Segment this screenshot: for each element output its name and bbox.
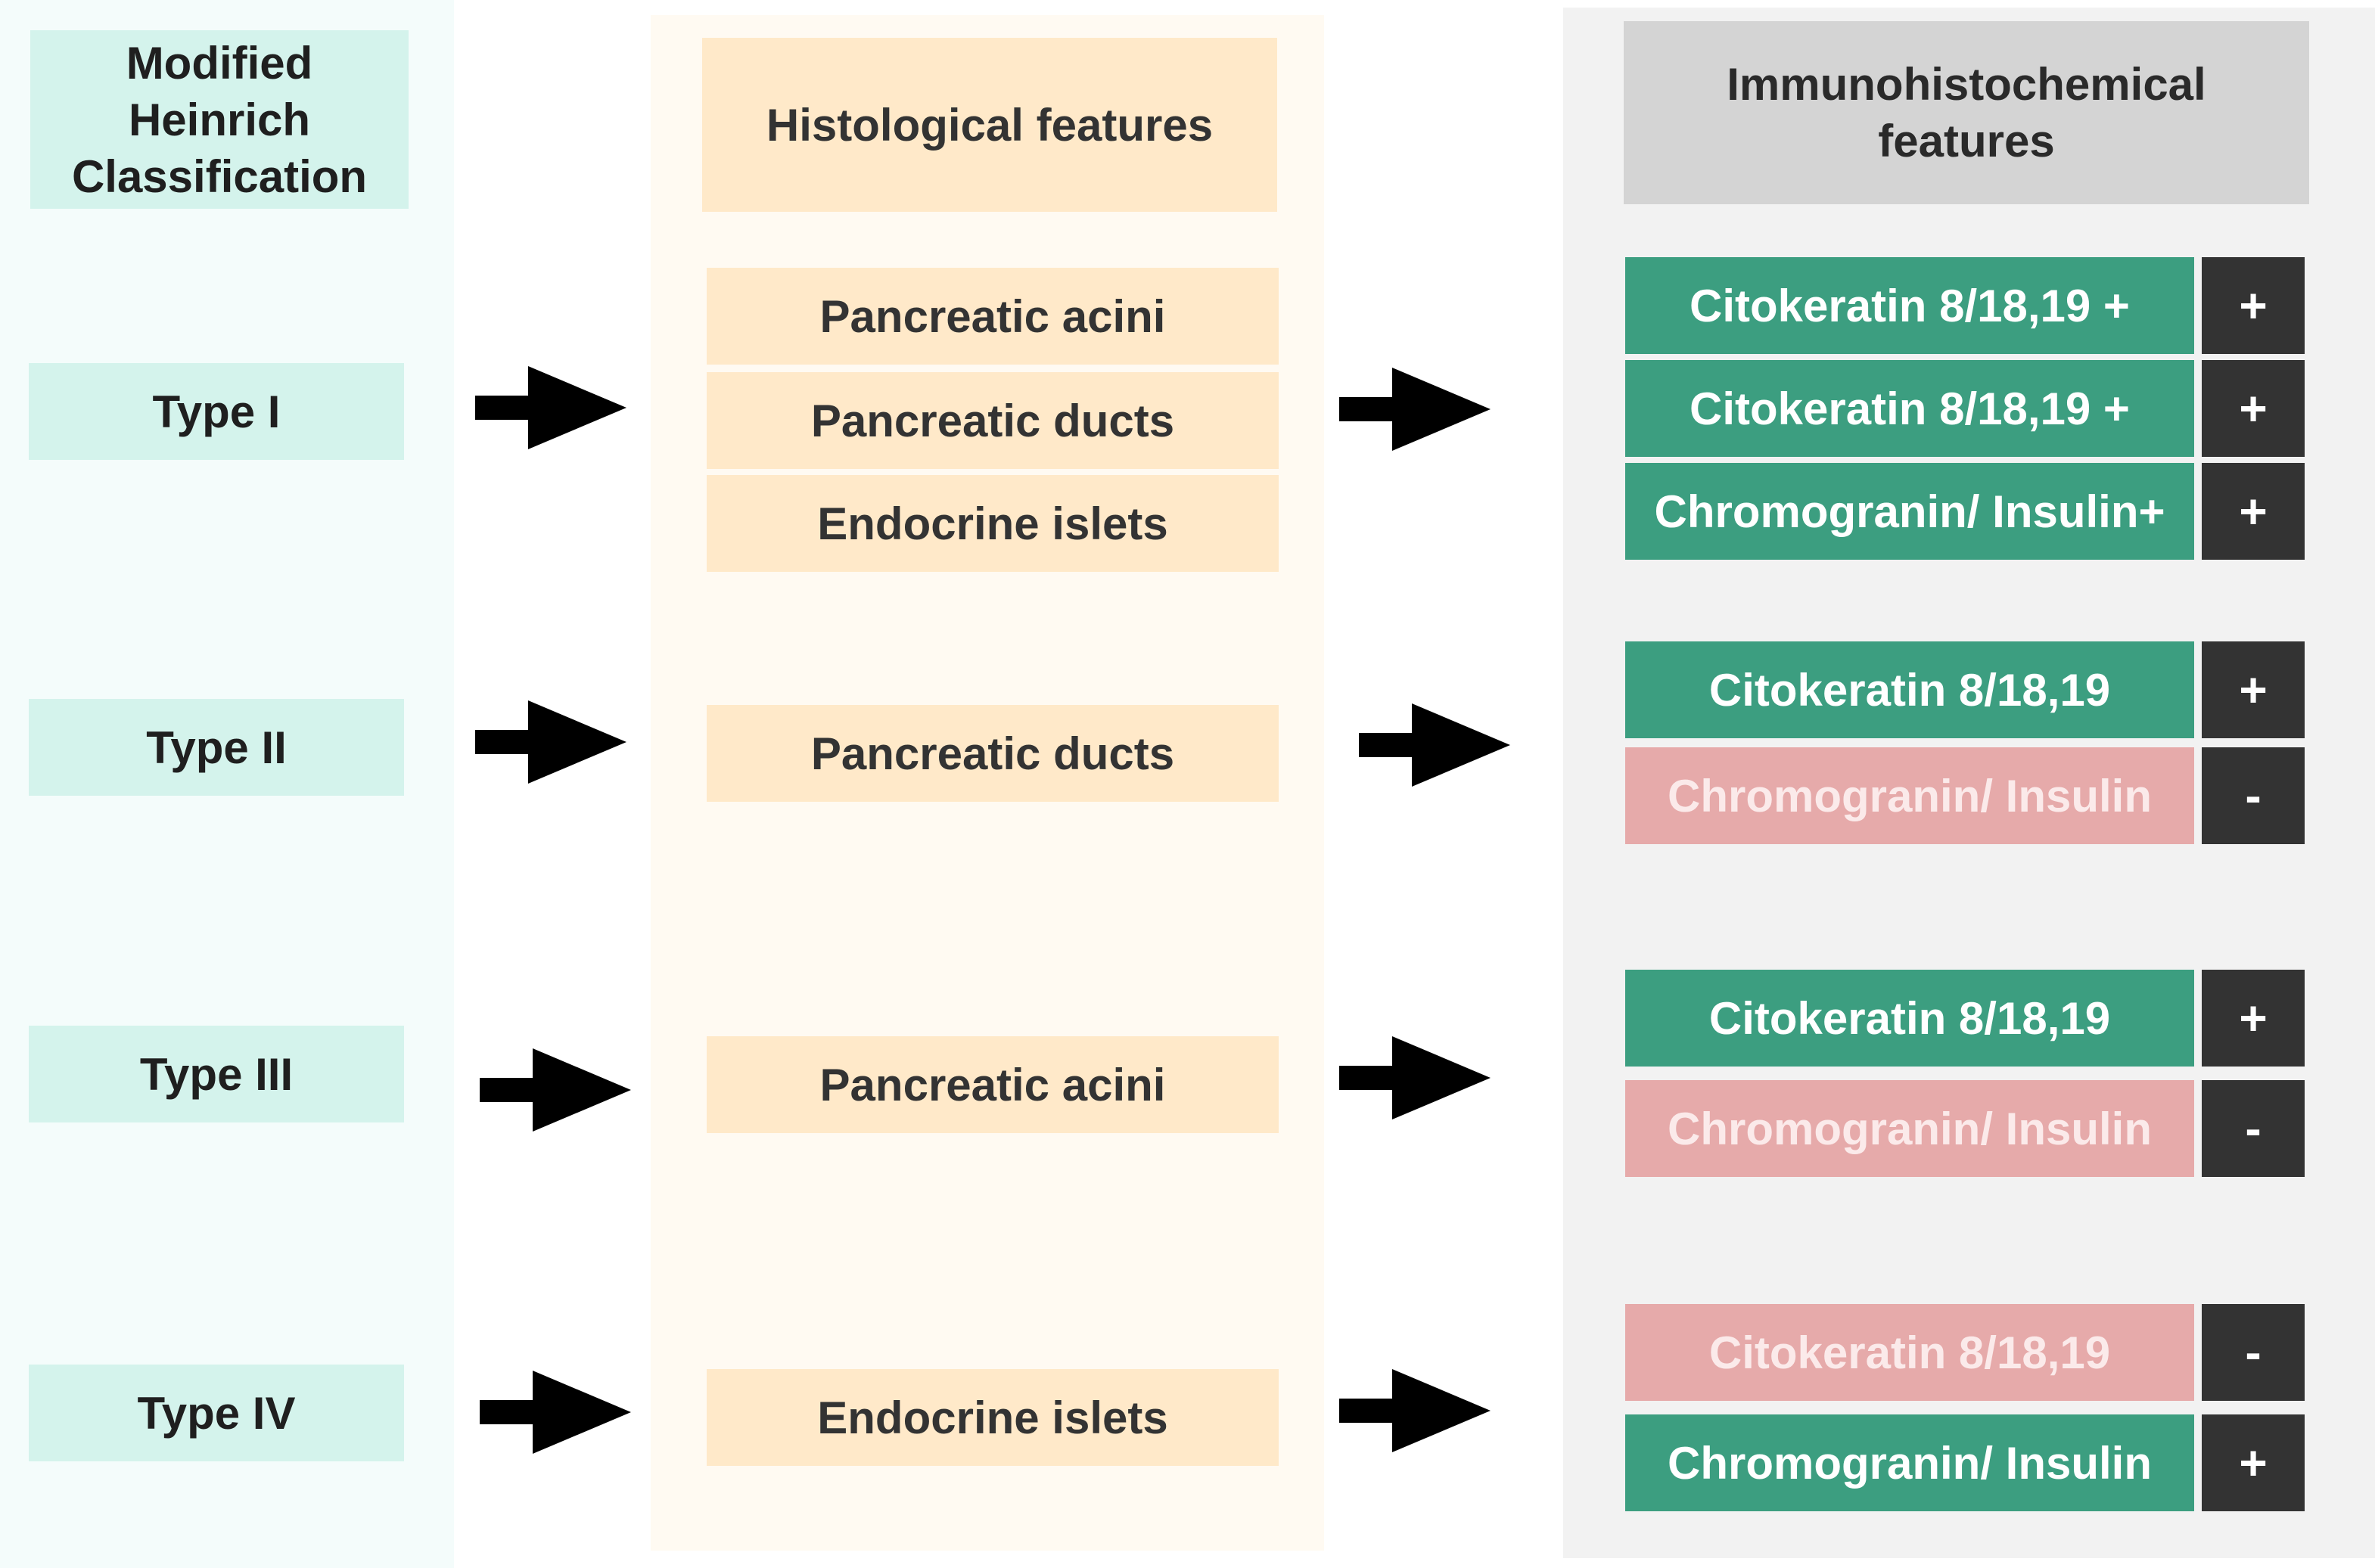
type-i-marker-3: Chromogranin/ Insulin+ [1625,463,2194,560]
type-iii-histology-pancreatic-acini: Pancreatic acini [707,1036,1279,1133]
type-i-marker-3-sign: + [2202,463,2305,560]
type-ii-arrow-to-ihc [1359,703,1510,787]
ihc-header: Immunohistochemical features [1624,21,2309,204]
type-i-histology-endocrine-islets: Endocrine islets [707,475,1279,572]
type-iii-marker-1: Citokeratin 8/18,19 [1625,970,2194,1067]
type-ii-marker-1: Citokeratin 8/18,19 [1625,641,2194,738]
type-i-arrow-to-ihc [1339,368,1491,451]
type-iv-histology-endocrine-islets: Endocrine islets [707,1369,1279,1466]
type-iv-marker-2: Chromogranin/ Insulin [1625,1414,2194,1511]
type-iii-label: Type III [29,1026,404,1122]
type-i-marker-1: Citokeratin 8/18,19 + [1625,257,2194,354]
classification-header: Modified Heinrich Classification [30,30,409,209]
type-i-histology-pancreatic-acini: Pancreatic acini [707,268,1279,365]
type-iv-label: Type IV [29,1365,404,1461]
type-i-marker-2: Citokeratin 8/18,19 + [1625,360,2194,457]
type-iv-arrow-to-ihc [1339,1369,1491,1452]
type-i-marker-1-sign: + [2202,257,2305,354]
type-iii-marker-2: Chromogranin/ Insulin [1625,1080,2194,1177]
type-ii-label: Type II [29,699,404,796]
type-i-arrow-to-histology [475,366,626,449]
type-iv-marker-1: Citokeratin 8/18,19 [1625,1304,2194,1401]
type-ii-arrow-to-histology [475,700,626,784]
type-ii-marker-2: Chromogranin/ Insulin [1625,747,2194,844]
type-i-marker-2-sign: + [2202,360,2305,457]
type-iii-marker-1-sign: + [2202,970,2305,1067]
type-ii-marker-2-sign: - [2202,747,2305,844]
type-iv-marker-2-sign: + [2202,1414,2305,1511]
type-iii-arrow-to-ihc [1339,1036,1491,1119]
type-iii-arrow-to-histology [480,1048,631,1132]
histology-header: Histological features [702,38,1277,212]
type-ii-marker-1-sign: + [2202,641,2305,738]
type-i-label: Type I [29,363,404,460]
type-iv-arrow-to-histology [480,1371,631,1454]
type-iii-marker-2-sign: - [2202,1080,2305,1177]
type-iv-marker-1-sign: - [2202,1304,2305,1401]
type-ii-histology-pancreatic-ducts: Pancreatic ducts [707,705,1279,802]
type-i-histology-pancreatic-ducts: Pancreatic ducts [707,372,1279,469]
